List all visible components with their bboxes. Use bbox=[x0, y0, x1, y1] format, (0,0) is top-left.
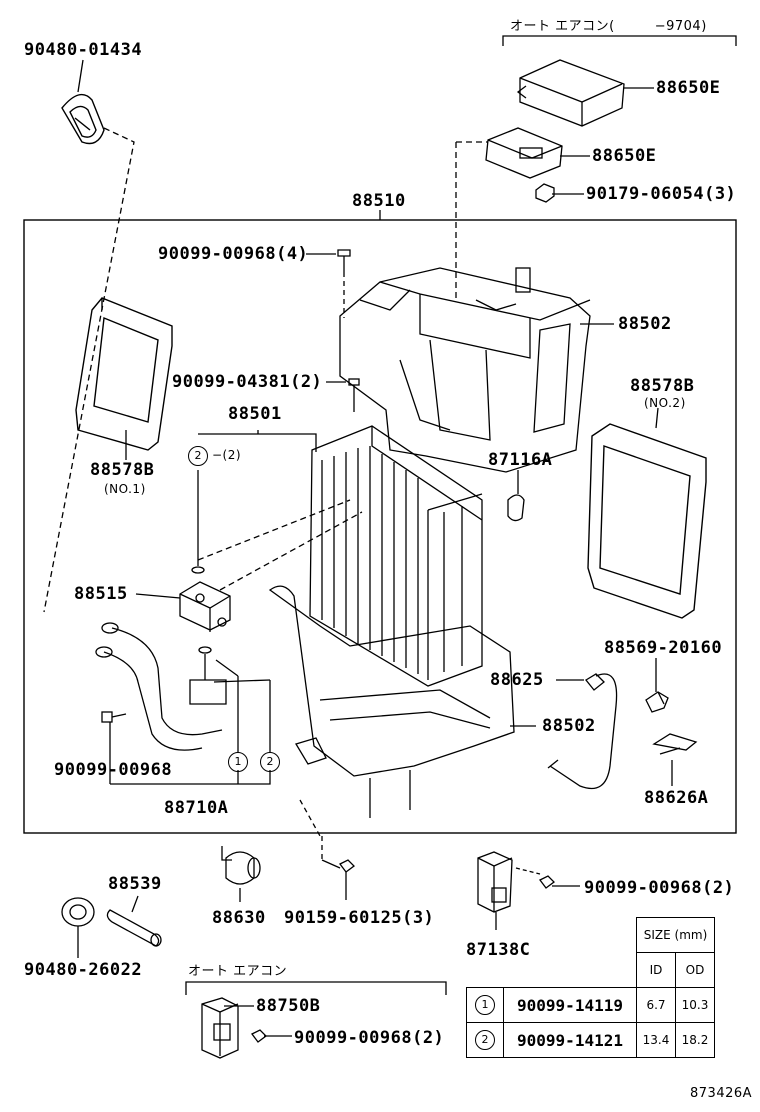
sensor-88625-icon bbox=[547, 673, 618, 790]
size-header: SIZE (mm) bbox=[636, 917, 715, 953]
expansion-valve-88515-icon bbox=[179, 581, 231, 632]
auto-ac-note-bottom: オート エアコン bbox=[188, 964, 288, 979]
auto-ac-note-prefix: オート エアコン( bbox=[510, 19, 615, 34]
label-88578B-right-no: (NO.2) bbox=[644, 396, 686, 410]
label-87116A: 87116A bbox=[488, 450, 553, 470]
size-table: SIZE (mm) ID OD 1 90099-14119 6.7 10.3 2… bbox=[466, 917, 715, 1058]
grommet-bottom-icon bbox=[61, 897, 95, 927]
auto-ac-note-suffix: −9704) bbox=[654, 19, 707, 34]
upper-case-88502-icon bbox=[339, 267, 591, 473]
module-87138C-icon bbox=[477, 851, 513, 913]
screw-90159-icon bbox=[321, 859, 355, 873]
row-part: 90099-14121 bbox=[503, 1022, 637, 1058]
row-mark: 2 bbox=[475, 1030, 495, 1050]
row-mark: 1 bbox=[475, 995, 495, 1015]
clip-88626A-icon bbox=[652, 733, 698, 755]
row-od: 10.3 bbox=[675, 987, 715, 1023]
label-2-qty: −(2) bbox=[212, 448, 242, 462]
col-od: OD bbox=[675, 952, 715, 988]
label-88578B-left-no: (NO.1) bbox=[104, 482, 146, 496]
module-88750B-icon bbox=[201, 997, 239, 1059]
circle-mark-2-b: 2 bbox=[260, 752, 280, 772]
label-88569-20160: 88569-20160 bbox=[604, 638, 723, 658]
label-88650E-bottom: 88650E bbox=[592, 146, 657, 166]
label-88630: 88630 bbox=[212, 908, 266, 928]
screw-mid-icon bbox=[101, 711, 127, 723]
seal-88578B-left-icon bbox=[75, 297, 173, 451]
row-id: 6.7 bbox=[636, 987, 676, 1023]
lower-case-88502-icon bbox=[268, 585, 515, 818]
circle-mark-1: 1 bbox=[228, 752, 248, 772]
table-row: 2 90099-14121 13.4 18.2 bbox=[466, 1022, 715, 1058]
label-88502-top: 88502 bbox=[618, 314, 672, 334]
label-90099-00968-mid: 90099-00968 bbox=[54, 760, 173, 780]
tube-88710A-icon bbox=[95, 622, 227, 751]
label-90480-26022: 90480-26022 bbox=[24, 960, 143, 980]
size-table-subheader-row: ID OD bbox=[467, 952, 715, 988]
label-90099-00968-4: 90099-00968(4) bbox=[158, 244, 309, 264]
amplifier-88650E-top-icon bbox=[516, 59, 625, 127]
label-88539: 88539 bbox=[108, 874, 162, 894]
auto-ac-bracket-bottom bbox=[185, 981, 447, 995]
label-88625: 88625 bbox=[490, 670, 544, 690]
long-screw-icon bbox=[348, 378, 360, 412]
label-90099-00968-2b: 90099-00968(2) bbox=[294, 1028, 445, 1048]
label-88502-bottom: 88502 bbox=[542, 716, 596, 736]
label-88626A: 88626A bbox=[644, 788, 709, 808]
label-90099-04381: 90099-04381(2) bbox=[172, 372, 323, 392]
auto-ac-note: オート エアコン( −9704) bbox=[510, 15, 707, 34]
screw-88750B-icon bbox=[251, 1029, 267, 1043]
label-88515: 88515 bbox=[74, 584, 128, 604]
row-od: 18.2 bbox=[675, 1022, 715, 1058]
clip-88569-icon bbox=[645, 691, 669, 713]
screw-top-icon bbox=[337, 249, 351, 272]
label-87138C: 87138C bbox=[466, 940, 531, 960]
row-id: 13.4 bbox=[636, 1022, 676, 1058]
assembly-frame bbox=[23, 219, 737, 834]
col-id: ID bbox=[636, 952, 676, 988]
clip-87116A-icon bbox=[507, 494, 525, 522]
sensor-88630-icon bbox=[221, 846, 261, 885]
label-90480-01434: 90480-01434 bbox=[24, 40, 143, 60]
grommet-top-icon bbox=[61, 93, 105, 145]
diagram-id: 873426A bbox=[690, 1086, 753, 1101]
label-90179-06054: 90179-06054(3) bbox=[586, 184, 737, 204]
seal-88578B-right-icon bbox=[587, 423, 707, 619]
amplifier-88650E-bottom-icon bbox=[485, 127, 563, 179]
row-part: 90099-14119 bbox=[503, 987, 637, 1023]
label-88578B-left: 88578B bbox=[90, 460, 155, 480]
label-88501: 88501 bbox=[228, 404, 282, 424]
circle-mark-2: 2 bbox=[188, 446, 208, 466]
label-90099-00968-2a: 90099-00968(2) bbox=[584, 878, 735, 898]
hose-88539-icon bbox=[106, 909, 162, 947]
auto-ac-bracket-top bbox=[502, 35, 737, 46]
label-88650E-top: 88650E bbox=[656, 78, 721, 98]
screw-87138C-icon bbox=[539, 875, 555, 889]
label-88578B-right: 88578B bbox=[630, 376, 695, 396]
table-row: 1 90099-14119 6.7 10.3 bbox=[466, 987, 715, 1023]
nut-icon bbox=[535, 183, 555, 203]
label-88710A: 88710A bbox=[164, 798, 229, 818]
size-table-header-row: SIZE (mm) bbox=[467, 917, 715, 953]
label-88750B: 88750B bbox=[256, 996, 321, 1016]
label-88510: 88510 bbox=[352, 191, 406, 211]
evaporator-88501-icon bbox=[309, 425, 483, 687]
label-90159-60125: 90159-60125(3) bbox=[284, 908, 435, 928]
